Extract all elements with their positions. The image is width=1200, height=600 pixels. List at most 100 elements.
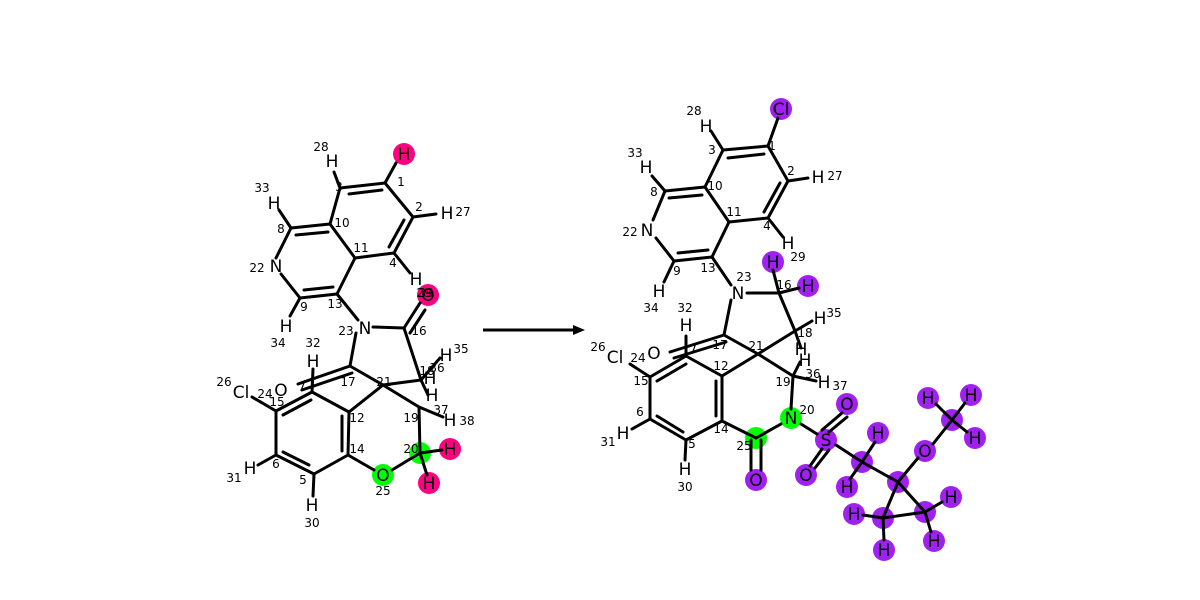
atom-label: H xyxy=(922,389,935,409)
atom-label: O xyxy=(647,344,660,364)
highlight-disk xyxy=(417,284,439,306)
atom-label: H xyxy=(928,532,941,552)
highlight-disk xyxy=(867,422,889,444)
highlight-disk xyxy=(795,464,817,486)
carbon-index: 9 xyxy=(300,300,308,314)
atom-label: H xyxy=(680,316,693,336)
carbon-index: 20 xyxy=(403,442,418,456)
carbon-index: 24 xyxy=(630,351,645,365)
carbon-index: 4 xyxy=(389,256,397,270)
carbon-index: 21 xyxy=(376,375,391,389)
atom-index: 33 xyxy=(254,181,269,195)
carbon-index: 15 xyxy=(269,395,284,409)
atom-label: H xyxy=(802,277,815,297)
carbon-index: 11 xyxy=(726,205,741,219)
atom-label: O xyxy=(918,442,931,462)
atom-label: Cl xyxy=(607,348,624,368)
highlight-disk xyxy=(797,275,819,297)
atom-label: H xyxy=(426,386,439,406)
carbon-index: 12 xyxy=(713,359,728,373)
carbon-index: 1 xyxy=(397,175,405,189)
atom-label: H xyxy=(814,309,827,329)
atom-index: 36 xyxy=(805,367,820,381)
atom-label: H xyxy=(679,460,692,480)
carbon-index: 14 xyxy=(713,422,728,436)
carbon-index: 6 xyxy=(636,405,644,419)
atom-index: 34 xyxy=(270,336,285,350)
atom-index: 35 xyxy=(453,342,468,356)
carbon-index: 24 xyxy=(257,387,272,401)
atom-label: H xyxy=(841,478,854,498)
atom-label: H xyxy=(423,474,436,494)
carbon-index: 2 xyxy=(415,200,423,214)
product-molecule: Cl H H H H H H H H H H N N N O Cl H H H … xyxy=(590,98,986,561)
highlight-disk xyxy=(780,407,802,429)
atom-index: 30 xyxy=(677,480,692,494)
atom-index: 34 xyxy=(643,301,658,315)
atom-index: 25 xyxy=(375,484,390,498)
highlight-disk xyxy=(762,251,784,273)
carbon-index: 1 xyxy=(768,139,776,153)
carbon-index: 18 xyxy=(797,326,812,340)
carbon-index: 5 xyxy=(688,437,696,451)
atom-label: H xyxy=(244,459,257,479)
highlight-disk xyxy=(923,530,945,552)
atom-index: 39 xyxy=(418,286,433,300)
atom-label: H xyxy=(444,411,457,431)
highlight-disk xyxy=(960,384,982,406)
carbon-index: 14 xyxy=(349,442,364,456)
atom-label: H xyxy=(878,541,891,561)
carbon-index: 2 xyxy=(787,164,795,178)
atom-label: O xyxy=(376,466,389,486)
carbon-index: 13 xyxy=(700,261,715,275)
highlight-disk xyxy=(393,143,415,165)
carbon-index: 17 xyxy=(340,375,355,389)
atom-index: 26 xyxy=(590,340,605,354)
carbon-index: 6 xyxy=(272,457,280,471)
atom-index: 30 xyxy=(304,516,319,530)
atom-label: H xyxy=(410,270,423,290)
atom-index: 27 xyxy=(455,205,470,219)
atom-label: H xyxy=(441,204,454,224)
carbon-index: 25 xyxy=(736,439,751,453)
atom-label: H xyxy=(617,424,630,444)
carbon-index: 16 xyxy=(411,324,426,338)
atom-label: H xyxy=(812,168,825,188)
atom-index: 23 xyxy=(736,270,751,284)
highlight-disk xyxy=(836,393,858,415)
atom-label: H xyxy=(326,152,339,172)
carbon-index: 9 xyxy=(673,264,681,278)
carbon-index: 19 xyxy=(403,411,418,425)
carbon-index: 13 xyxy=(327,297,342,311)
atom-index: 32 xyxy=(305,336,320,350)
atom-label: H xyxy=(280,317,293,337)
carbon-index: 3 xyxy=(708,143,716,157)
atom-index: 37 xyxy=(433,403,448,417)
atom-index: 29 xyxy=(790,250,805,264)
atom-index: 35 xyxy=(826,306,841,320)
carbon-index: 16 xyxy=(776,278,791,292)
highlight-disk xyxy=(914,440,936,462)
atom-label: O xyxy=(749,471,762,491)
carbon-index: 3 xyxy=(335,180,343,194)
highlight-disk xyxy=(940,486,962,508)
atom-index: 20 xyxy=(799,403,814,417)
atom-label: H xyxy=(782,234,795,254)
carbon-index: 11 xyxy=(353,241,368,255)
atom-index: 29 xyxy=(416,286,431,300)
atom-index: 31 xyxy=(226,471,241,485)
atom-label: N xyxy=(359,319,372,339)
carbon-index: 17 xyxy=(712,338,727,352)
atom-index: 22 xyxy=(249,261,264,275)
carbon-index: 18 xyxy=(419,364,434,378)
highlight-disk xyxy=(815,429,837,451)
carbon-index: 19 xyxy=(775,375,790,389)
atom-label: N xyxy=(732,284,745,304)
atom-label: N xyxy=(785,409,798,429)
atom-label: Cl xyxy=(773,100,790,120)
carbon-index: 10 xyxy=(707,179,722,193)
carbon-index: 4 xyxy=(763,219,771,233)
atom-index: 37 xyxy=(832,379,847,393)
highlight-disk xyxy=(836,476,858,498)
atom-index: 28 xyxy=(686,104,701,118)
